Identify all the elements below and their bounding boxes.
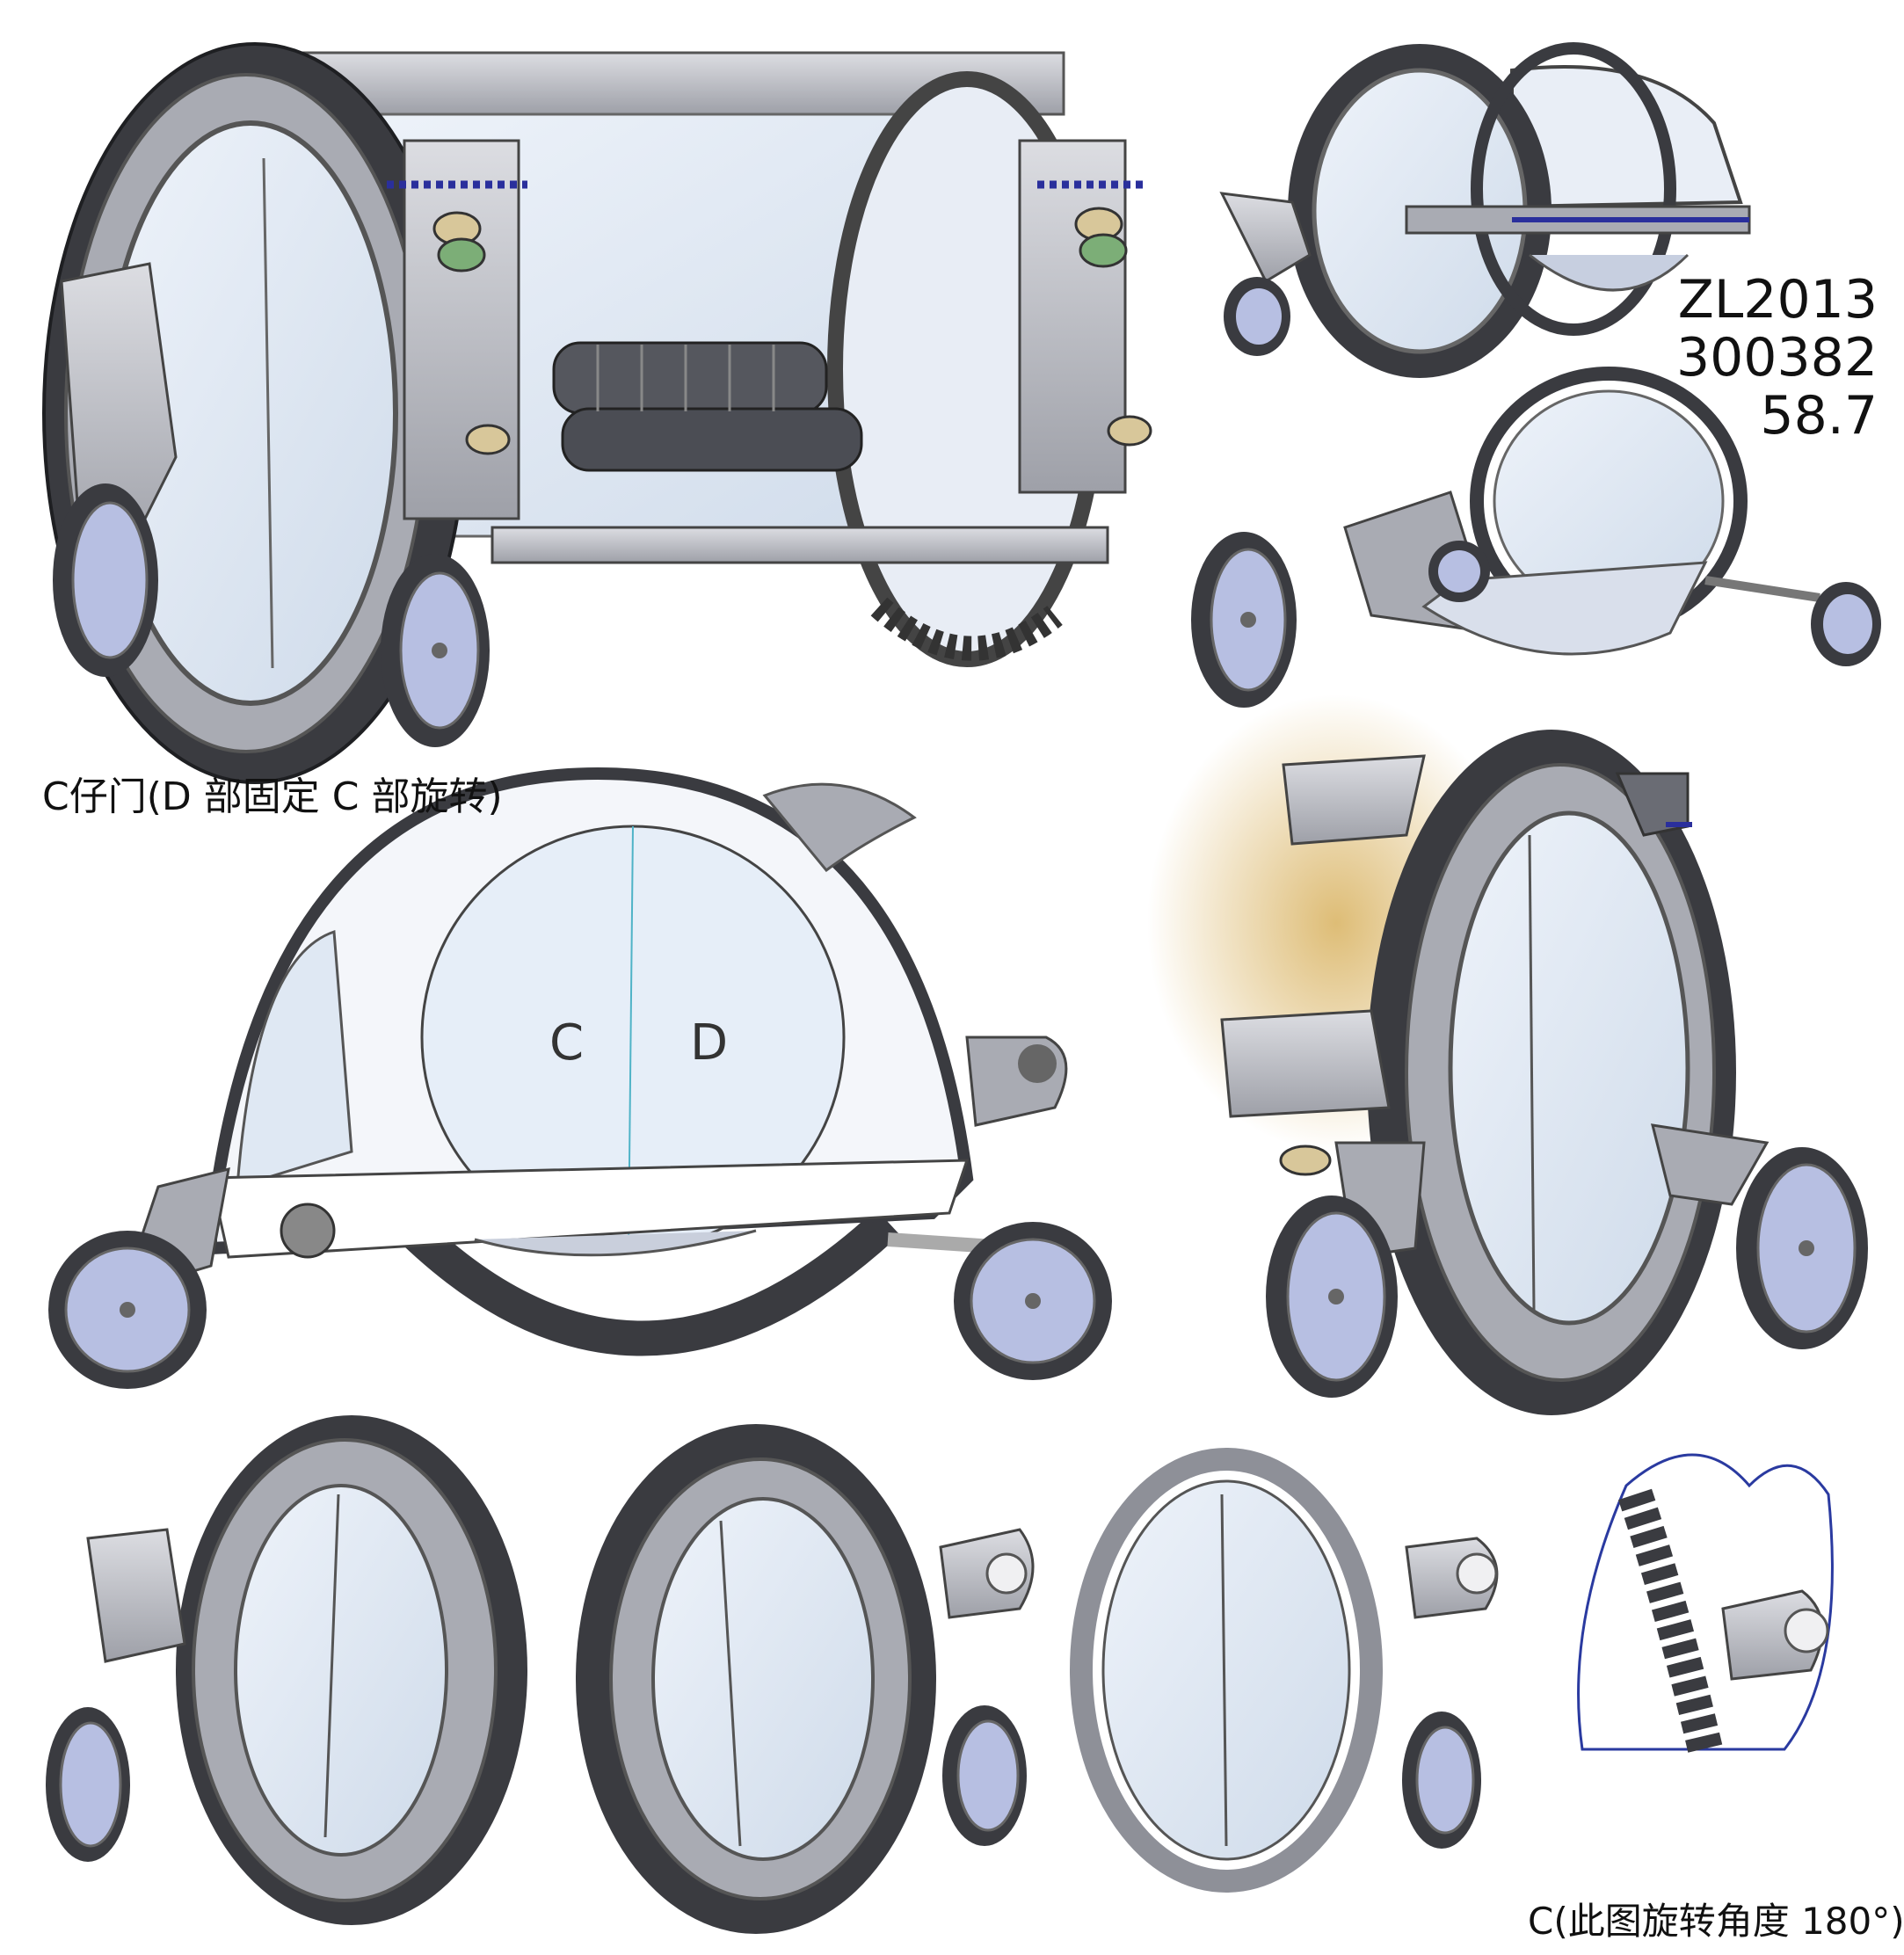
d-letter: D <box>690 1014 728 1072</box>
code-line: ZL2013 <box>1677 269 1878 331</box>
c-letter: C <box>549 1014 584 1072</box>
code-line: 58.7 <box>1760 385 1878 447</box>
c-door-side-view <box>48 767 1112 1389</box>
top-right-view <box>1219 42 1751 378</box>
patent-code-block: ZL2013 300382 58.7 <box>1649 271 1878 445</box>
right-wheel-assembly-view <box>1147 694 1868 1415</box>
bottom-part-views <box>46 1415 1834 1934</box>
mid-right-view <box>1343 367 1881 666</box>
rotation-caption: C(此图旋转角度 180°) <box>1528 1900 1904 1943</box>
c-door-caption: C仔门(D 部固定 C 部旋转) <box>42 774 503 819</box>
main-machine-view <box>42 42 1297 784</box>
code-line: 300382 <box>1675 327 1878 389</box>
